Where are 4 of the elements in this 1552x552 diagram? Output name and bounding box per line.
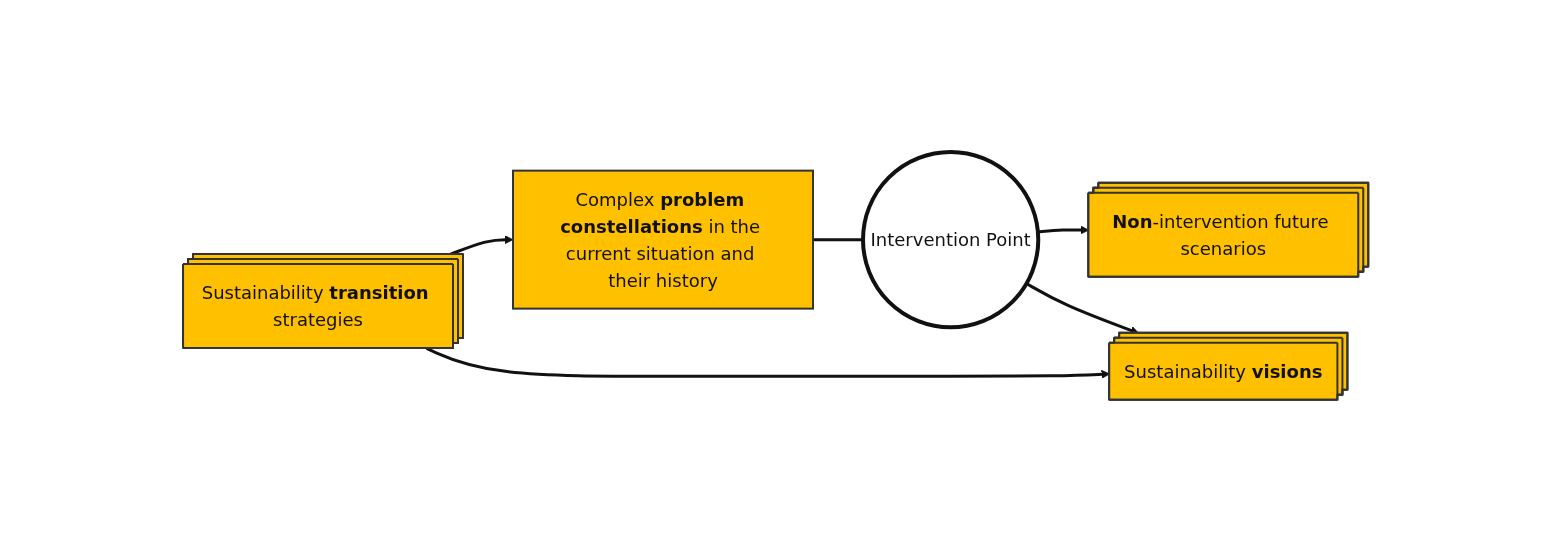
arrow: [1038, 225, 1090, 235]
arrow: [449, 235, 514, 256]
node-box: Complex problem constellations in the current situation and their history: [512, 169, 815, 310]
node-circle: Intervention Point: [861, 150, 1041, 330]
